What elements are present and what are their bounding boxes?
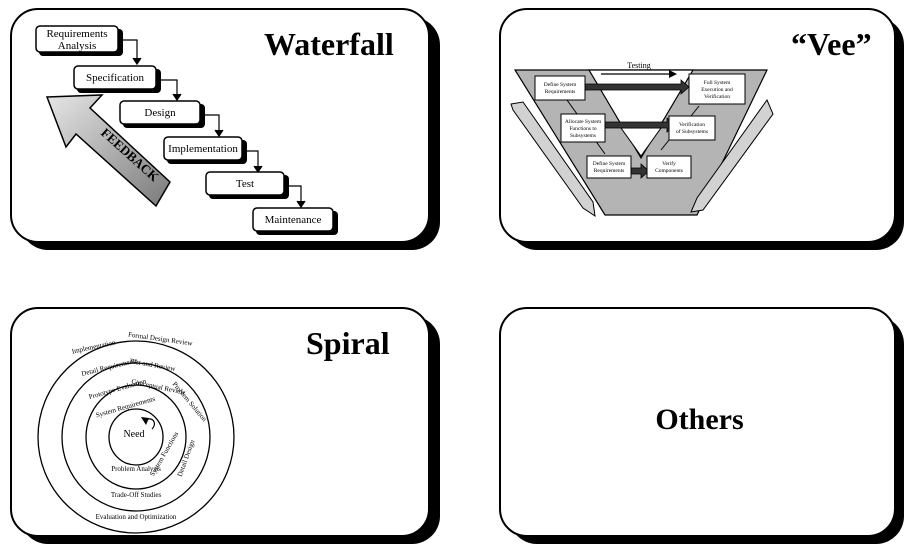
vee-diagram: Testing Define System Requirements Alloc… bbox=[510, 61, 774, 218]
vee-right-box-2-line1: Verification bbox=[679, 121, 705, 128]
spiral-label-test-and-review: Test and Review bbox=[129, 357, 177, 373]
vee-card: “Vee” Testing Define System Requirements bbox=[499, 8, 896, 243]
step-implementation-label: Implementation bbox=[168, 143, 238, 155]
spiral-label-trade-off-studies: Trade-Off Studies bbox=[111, 491, 162, 499]
step-requirements-line2: Analysis bbox=[58, 40, 97, 52]
step-test: Test bbox=[205, 171, 289, 199]
vee-left-box-3: Define System Requirements bbox=[586, 155, 632, 179]
vee-left-box-2: Allocate System Functions to Subsystems bbox=[560, 113, 606, 143]
spiral-labels: Implementation Formal Design Review Deta… bbox=[71, 331, 209, 521]
spiral-title: Spiral bbox=[306, 325, 390, 361]
step-design-label: Design bbox=[144, 107, 176, 119]
spiral-label-evaluation-optimization: Evaluation and Optimization bbox=[96, 513, 177, 521]
vee-right-box-1-line2: Execution and bbox=[701, 87, 733, 93]
testing-label: Testing bbox=[627, 61, 650, 70]
vee-left-box-3-line2: Requirements bbox=[594, 168, 625, 174]
spiral-diagram: Need Implementation Formal Design Review… bbox=[37, 331, 235, 534]
step-specification-label: Specification bbox=[86, 72, 145, 84]
vee-left-box-2-line3: Subsystems bbox=[570, 133, 596, 139]
vee-right-box-1-line1: Full System bbox=[704, 80, 731, 86]
spiral-label-problem-analysis: Problem Analysis bbox=[111, 465, 161, 473]
vee-right-side-arrow bbox=[690, 98, 774, 213]
step-implementation: Implementation bbox=[163, 136, 247, 164]
spiral-center-label: Need bbox=[123, 429, 144, 440]
vee-right-box-3-line2: Components bbox=[655, 168, 683, 174]
waterfall-card: Waterfall FEEDBACK Requirements Analysis bbox=[10, 8, 430, 243]
vee-left-box-1-line2: Requirements bbox=[545, 89, 576, 95]
vee-left-side-arrow bbox=[510, 101, 596, 218]
vee-left-box-3-line1: Define System bbox=[593, 160, 626, 167]
step-requirements-line1: Requirements bbox=[46, 28, 107, 40]
vee-left-box-2-line2: Functions to bbox=[569, 126, 597, 132]
others-title: Others bbox=[655, 403, 744, 436]
vee-left-box-1: Define System Requirements bbox=[534, 75, 586, 101]
vee-right-box-3-line1: Verify bbox=[662, 160, 676, 167]
step-maintenance-label: Maintenance bbox=[265, 214, 322, 226]
spiral-label-detail-design: Detail Design bbox=[176, 438, 197, 478]
spiral-rings bbox=[37, 340, 235, 534]
vee-left-box-1-line1: Define System bbox=[544, 81, 577, 88]
others-card: Others bbox=[499, 307, 896, 537]
vee-right-box-2: Verification of Subsystems bbox=[668, 115, 716, 141]
vee-left-box-2-line1: Allocate System bbox=[565, 119, 602, 125]
waterfall-diagram: FEEDBACK Requirements Analysis Specifica… bbox=[35, 25, 338, 235]
vee-connector-arrows bbox=[582, 79, 690, 179]
vee-right-box-2-line2: of Subsystems bbox=[676, 128, 708, 135]
waterfall-title: Waterfall bbox=[264, 26, 394, 62]
vee-right-box-1: Full System Execution and Verification bbox=[688, 73, 746, 105]
spiral-label-system-requirements: System Requirements bbox=[95, 395, 156, 420]
step-design: Design bbox=[119, 100, 205, 128]
vee-title: “Vee” bbox=[791, 26, 872, 62]
step-test-label: Test bbox=[236, 178, 254, 190]
spiral-label-formal-design-review: Formal Design Review bbox=[128, 331, 194, 348]
vee-right-box-3: Verify Components bbox=[646, 155, 692, 179]
step-maintenance: Maintenance bbox=[252, 207, 338, 235]
testing-arrow: Testing bbox=[601, 61, 677, 78]
spiral-center-arrow bbox=[141, 417, 156, 430]
vee-right-box-1-line3: Verification bbox=[704, 93, 730, 100]
spiral-label-implementation: Implementation bbox=[71, 338, 117, 355]
step-specification: Specification bbox=[73, 65, 161, 93]
step-requirements: Requirements Analysis bbox=[35, 25, 123, 56]
spiral-card: Spiral Need Implementation Formal Design… bbox=[10, 307, 430, 537]
vee-inner-triangle bbox=[587, 69, 695, 160]
